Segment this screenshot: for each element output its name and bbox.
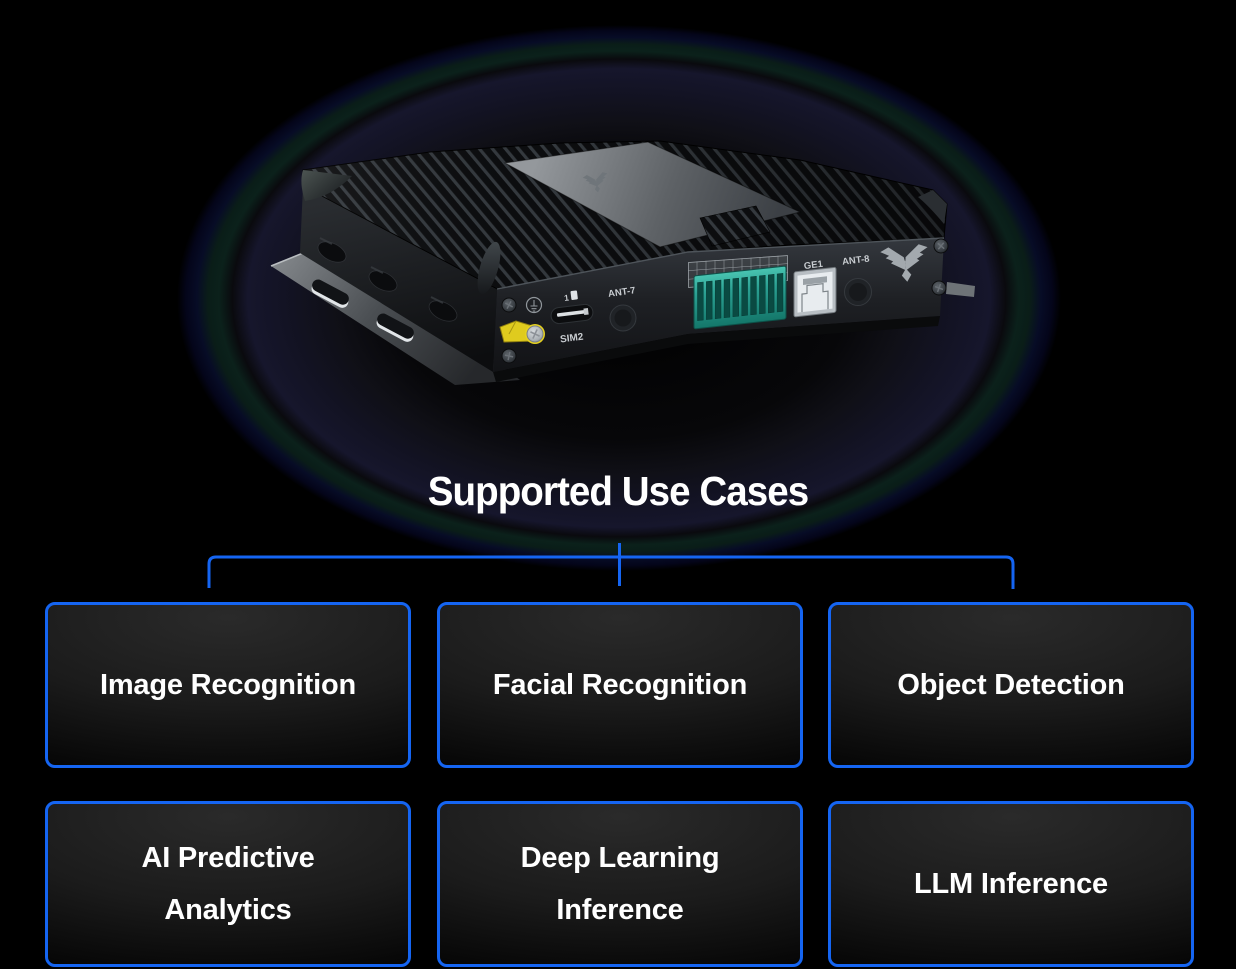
sim-icon: 1 (564, 290, 578, 303)
corner-cap (918, 190, 947, 224)
use-case-label: LLM Inference (914, 868, 1108, 900)
ge1-port (793, 266, 837, 318)
svg-text:1: 1 (564, 292, 570, 303)
sim-slot (550, 303, 594, 325)
use-case-label: Object Detection (897, 669, 1125, 701)
sim2-label: SIM2 (559, 332, 584, 346)
use-case-label: Facial Recognition (492, 669, 748, 701)
use-case-card-ai-predictive-analytics: AI Predictive Analytics (45, 801, 411, 967)
mounting-slot (311, 279, 349, 308)
ant8-label: ANT-8 (842, 254, 871, 268)
use-case-card-object-detection: Object Detection (828, 602, 1194, 768)
terminal-block (693, 265, 787, 330)
corner-cap (301, 170, 352, 201)
use-case-label: Deep Learning Inference (520, 842, 720, 926)
antenna-knockout (368, 270, 398, 292)
use-case-card-image-recognition: Image Recognition (45, 602, 411, 768)
use-case-label: Image Recognition (99, 669, 356, 701)
ant8-port (844, 278, 872, 306)
use-case-label: AI Predictive Analytics (141, 842, 315, 926)
ant7-port (609, 304, 637, 332)
ground-icon (525, 296, 543, 314)
use-case-card-llm-inference: LLM Inference (828, 801, 1194, 967)
use-case-card-deep-learning-inference: Deep Learning Inference (437, 801, 803, 967)
mounting-slot (376, 313, 414, 342)
page-title: Supported Use Cases (427, 468, 809, 514)
ground-lug (499, 320, 545, 344)
device-image: 1 SIM2 ANT-7 GE1 (270, 140, 975, 385)
use-case-card-facial-recognition: Facial Recognition (437, 602, 803, 768)
antenna-knockout (428, 300, 458, 322)
panel-screws (501, 238, 949, 364)
heatsink-channel (503, 141, 802, 248)
corner-cap (477, 241, 501, 295)
ant7-label: ANT-7 (607, 285, 636, 300)
antenna-knockout (317, 241, 347, 263)
